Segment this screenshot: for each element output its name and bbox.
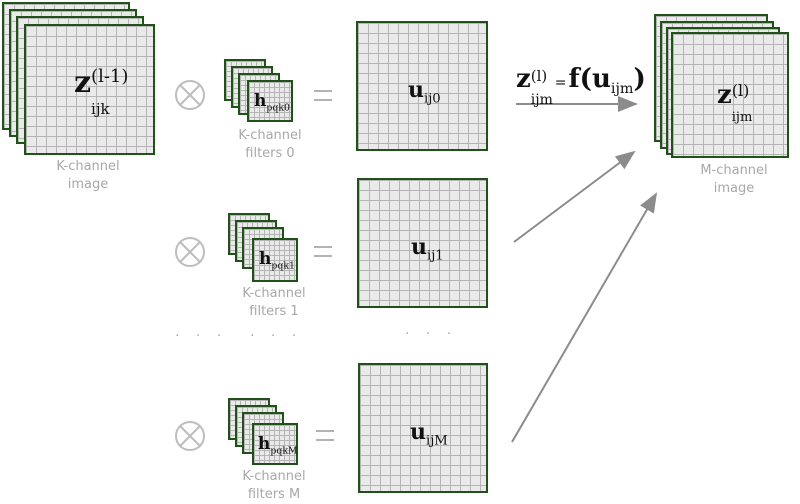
- input-image-label: z(l-1)ijk: [74, 65, 129, 118]
- filter-label-0: hpqk0: [254, 91, 290, 114]
- ellipsis-middle: · · ·: [250, 328, 303, 344]
- output-map-M: uijM: [358, 363, 488, 493]
- input-image-caption: K-channel image: [56, 159, 120, 192]
- convolution-operator-1: [175, 237, 205, 267]
- ellipsis-right: · · ·: [405, 326, 458, 342]
- output-map-1: uij1: [357, 178, 488, 308]
- filter-caption-M: K-channel filters M: [242, 469, 306, 502]
- filter-caption-0: K-channel filters 0: [238, 128, 302, 161]
- equals-sign-0: [314, 90, 332, 101]
- filter-label-M: hpqkM: [258, 434, 298, 457]
- output-label-M: uijM: [410, 419, 448, 449]
- output-image-caption: M-channel image: [700, 163, 768, 196]
- activation-formula: z(l)ijm=f(uijm): [516, 64, 646, 108]
- output-label-1: uij1: [411, 234, 444, 264]
- output-map-0: uij0: [356, 21, 488, 151]
- arrow-1: [513, 150, 636, 243]
- convolution-operator-0: [175, 80, 205, 110]
- output-image-label: z(l)ijm: [717, 80, 753, 125]
- arrow-M: [511, 192, 658, 443]
- equals-sign-1: [314, 246, 332, 257]
- ellipsis-left: · · ·: [175, 328, 228, 344]
- filter-label-1: hpqk1: [259, 249, 295, 272]
- filter-caption-1: K-channel filters 1: [242, 286, 306, 319]
- equals-sign-M: [316, 430, 334, 441]
- convolution-operator-M: [175, 421, 205, 451]
- output-label-0: uij0: [408, 77, 441, 107]
